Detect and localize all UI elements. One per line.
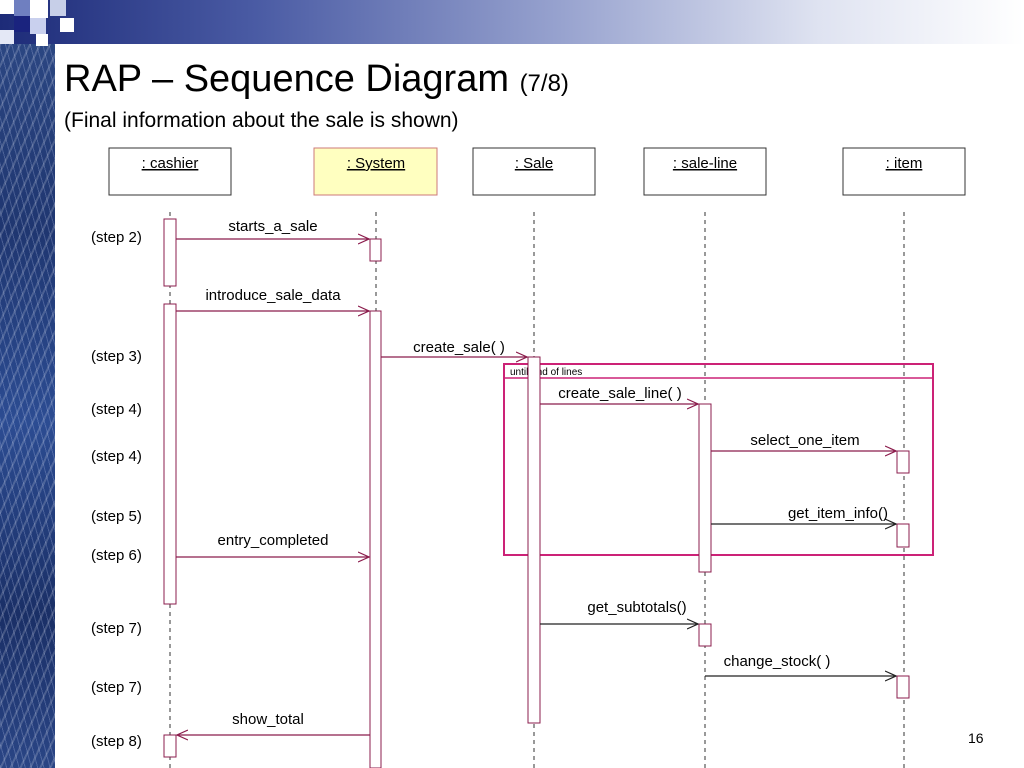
activation-item (896, 450, 910, 474)
deco-square (36, 34, 48, 46)
activation-item (896, 675, 910, 699)
deco-square (0, 0, 14, 14)
slide-title-text: RAP – Sequence Diagram (64, 58, 509, 100)
activation-cashier (163, 303, 177, 605)
message-label: get_item_info() (788, 505, 888, 522)
lifeline-box-cashier (108, 147, 232, 196)
deco-square (30, 18, 46, 34)
message-label: entry_completed (218, 532, 329, 549)
lifeline-label-sale-line: : sale-line (673, 155, 737, 172)
activation-system (369, 310, 382, 768)
loop-label-box (503, 363, 934, 379)
lifeline-label-system: : System (347, 155, 405, 172)
slide-title-suffix: (7/8) (519, 70, 569, 97)
message-label: create_sale_line( ) (558, 385, 681, 402)
step-label: (step 4) (91, 401, 142, 418)
lifeline-box-sale-line (643, 147, 767, 196)
deco-square (50, 0, 66, 16)
lifeline-label-sale: : Sale (515, 155, 553, 172)
slide-subtitle: (Final information about the sale is sho… (64, 109, 459, 132)
slide-title: RAP – Sequence Diagram (7/8) (64, 58, 569, 105)
step-label: (step 8) (91, 733, 142, 750)
message-label: select_one_item (750, 432, 859, 449)
step-label: (step 7) (91, 620, 142, 637)
step-label: (step 2) (91, 229, 142, 246)
message-label: introduce_sale_data (205, 287, 341, 304)
message-label: show_total (232, 711, 304, 728)
lifeline-box-system (313, 147, 438, 196)
loop-label: until end of lines (510, 367, 582, 378)
message-label: get_subtotals() (587, 599, 686, 616)
message-label: create_sale( ) (413, 339, 505, 356)
activation-cashier (163, 218, 177, 287)
step-label: (step 6) (91, 547, 142, 564)
message-label: starts_a_sale (228, 218, 317, 235)
sidebar-decoration (0, 0, 55, 768)
top-banner (0, 0, 1024, 44)
lifeline-label-cashier: : cashier (142, 155, 199, 172)
activation-item (896, 523, 910, 548)
lifeline-box-item (842, 147, 966, 196)
step-label: (step 3) (91, 348, 142, 365)
deco-square (14, 0, 30, 16)
message-label: change_stock( ) (724, 653, 831, 670)
step-label: (step 7) (91, 679, 142, 696)
activation-sale (527, 356, 541, 724)
lifeline-label-item: : item (886, 155, 923, 172)
deco-square (14, 16, 30, 32)
step-label: (step 5) (91, 508, 142, 525)
activation-sale-line (698, 403, 712, 573)
activation-system (369, 238, 382, 262)
deco-square (30, 0, 48, 18)
page-number: 16 (968, 730, 984, 746)
deco-square (60, 18, 74, 32)
deco-square (0, 30, 14, 44)
activation-sale-line (698, 623, 712, 647)
lifeline-box-sale (472, 147, 596, 196)
step-label: (step 4) (91, 448, 142, 465)
activation-cashier (163, 734, 177, 758)
